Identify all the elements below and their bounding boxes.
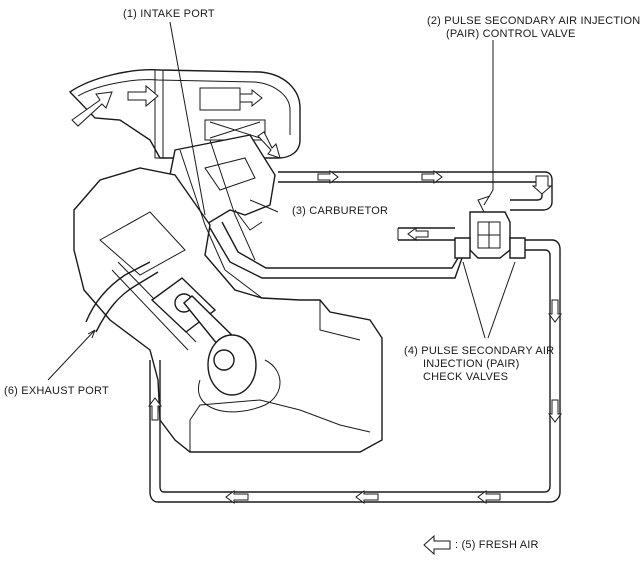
pair-air-supply-tube	[278, 170, 553, 211]
label-exhaust-port: (6) EXHAUST PORT	[4, 385, 109, 397]
exhaust-pipe	[85, 261, 197, 351]
leader-lines	[47, 21, 516, 381]
label-pair-control-valve-1: (2) PULSE SECONDARY AIR INJECTION	[427, 15, 640, 27]
vacuum-line	[397, 227, 455, 241]
intake-flow-arrows	[71, 84, 281, 159]
label-intake-port: (1) INTAKE PORT	[123, 8, 215, 20]
engine-block	[73, 167, 383, 453]
label-pair-control-valve-2: (PAIR) CONTROL VALVE	[446, 28, 576, 40]
legend-fresh-air: : (5) FRESH AIR	[455, 539, 539, 551]
label-check-valves-1: (4) PULSE SECONDARY AIR	[404, 345, 555, 357]
pair-control-valve	[454, 195, 526, 259]
label-carburetor: (3) CARBURETOR	[292, 205, 389, 217]
pair-exhaust-tube	[148, 239, 562, 504]
intake-runner	[179, 139, 263, 299]
piston-assembly	[150, 277, 281, 413]
label-check-valves-2: INJECTION (PAIR)	[423, 358, 520, 370]
label-check-valves-3: CHECK VALVES	[423, 371, 509, 383]
legend-arrow-icon	[423, 534, 451, 556]
carburetor-return-line	[209, 221, 463, 279]
